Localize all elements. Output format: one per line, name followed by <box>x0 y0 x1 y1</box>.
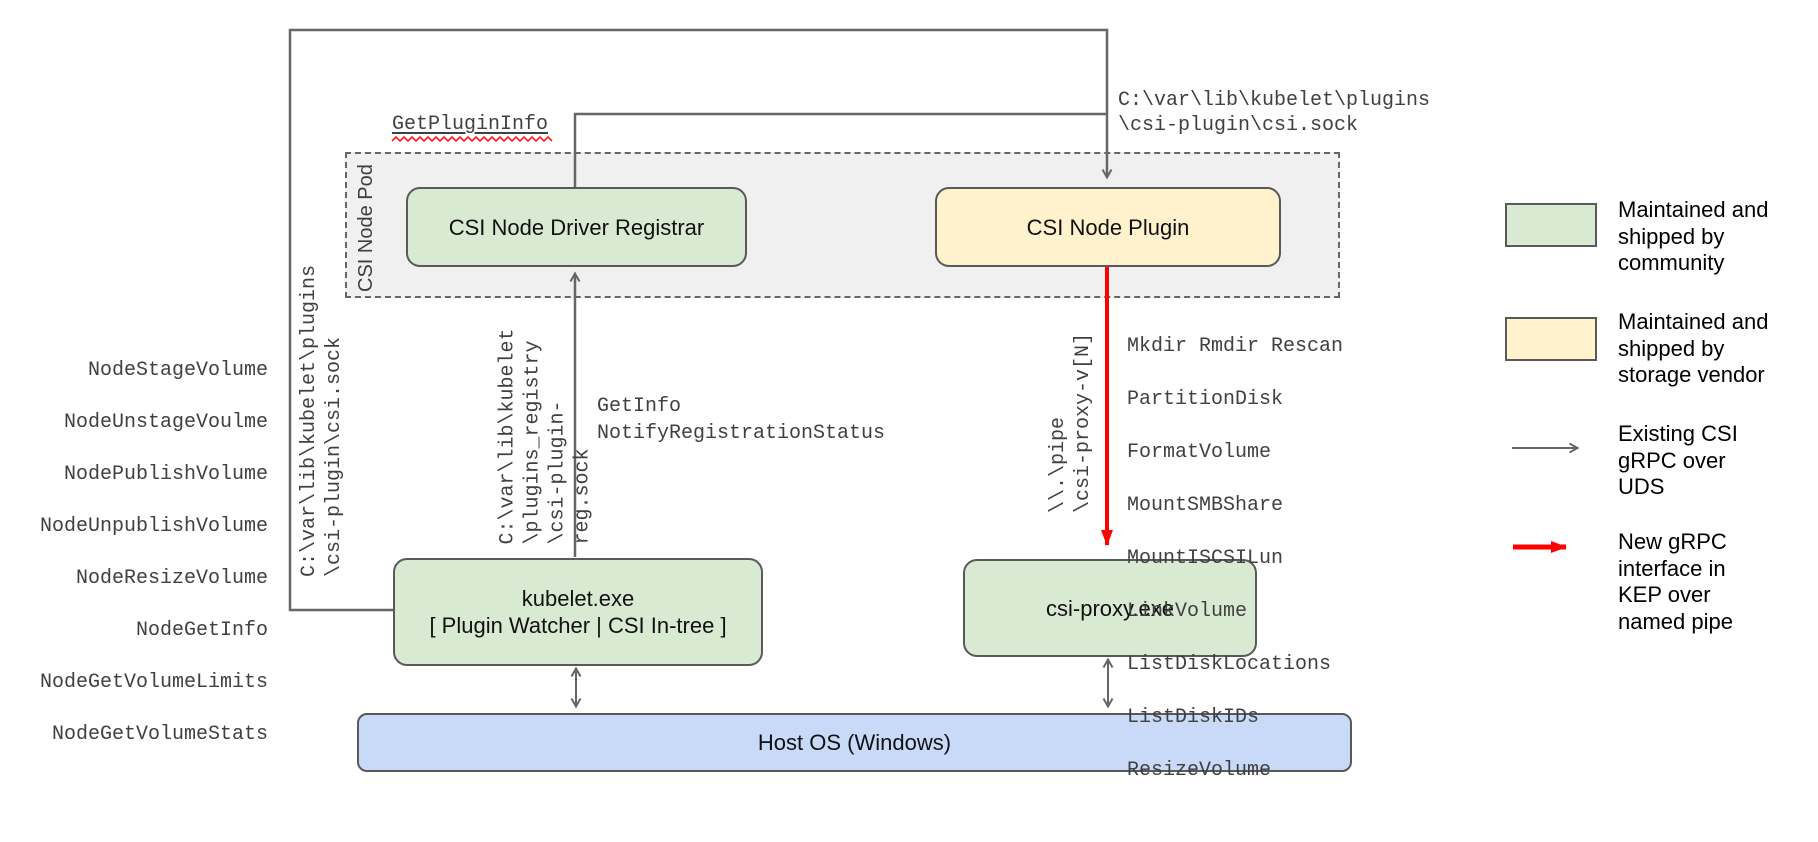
legend-community-swatch <box>1505 203 1597 247</box>
registry-socket-path-vertical-label: C:\var\lib\kubelet \plugins_registry \cs… <box>496 328 595 545</box>
proxy-api-item: FormatVolume <box>1127 440 1272 464</box>
proxy-api-item: MountSMBShare <box>1127 493 1284 517</box>
proxy-api-item: ListDiskIDs <box>1127 705 1260 729</box>
csi-proxy-box: csi-proxy.exe <box>963 559 1257 657</box>
kubelet-socket-path-vertical-label: C:\var\lib\kubelet\plugins \csi-plugin\c… <box>298 264 346 577</box>
registrar-calls-label: GetInfo NotifyRegistrationStatus <box>597 395 886 445</box>
proxy-api-item: PartitionDisk <box>1127 387 1284 411</box>
csi-node-driver-registrar-box: CSI Node Driver Registrar <box>406 187 747 267</box>
proxy-api-item: ResizeVolume <box>1127 758 1272 782</box>
proxy-api-item: ListDiskLocations <box>1127 652 1332 676</box>
legend-vendor-swatch <box>1505 317 1597 361</box>
node-api-item: NodeUnpublishVolume <box>39 515 268 538</box>
proxy-api-item: LinkVolume <box>1127 599 1248 623</box>
named-pipe-vertical-label: \\.\pipe \csi-proxy-v[N] <box>1047 332 1095 513</box>
csi-node-plugin-box: CSI Node Plugin <box>935 187 1281 267</box>
proxy-api-list: Mkdir Rmdir Rescan PartitionDisk FormatV… <box>1127 307 1343 811</box>
node-api-item: NodeUnstageVoulme <box>63 411 268 434</box>
plugin-socket-path-label: C:\var\lib\kubelet\plugins \csi-plugin\c… <box>1118 89 1431 137</box>
node-api-item: NodeResizeVolume <box>75 567 268 590</box>
proxy-api-item: Mkdir Rmdir Rescan <box>1127 334 1344 358</box>
plugin-label: CSI Node Plugin <box>1026 214 1190 240</box>
node-api-item: NodeGetVolumeStats <box>51 723 268 746</box>
registrar-label: CSI Node Driver Registrar <box>448 214 705 240</box>
legend-uds-label: Existing CSI gRPC over UDS <box>1618 421 1738 499</box>
kubelet-label: kubelet.exe [ Plugin Watcher | CSI In-tr… <box>429 586 727 638</box>
node-api-item: NodeStageVolume <box>87 359 268 382</box>
node-api-item: NodePublishVolume <box>63 463 268 486</box>
host-os-box: Host OS (Windows) <box>357 713 1352 772</box>
csi-proxy-label: csi-proxy.exe <box>1046 595 1174 621</box>
csi-node-pod-label: CSI Node Pod <box>355 164 377 292</box>
proxy-api-item: MountISCSILun <box>1127 546 1284 570</box>
legend-community-label: Maintained and shipped by community <box>1618 197 1769 275</box>
node-api-item: NodeGetVolumeLimits <box>39 671 268 694</box>
legend-pipe-label: New gRPC interface in KEP over named pip… <box>1618 529 1733 634</box>
host-os-label: Host OS (Windows) <box>757 730 952 755</box>
kubelet-box: kubelet.exe [ Plugin Watcher | CSI In-tr… <box>393 558 763 666</box>
getplugininfo-label: GetPluginInfo <box>392 113 549 136</box>
legend-vendor-label: Maintained and shipped by storage vendor <box>1618 309 1769 387</box>
node-api-item: NodeGetInfo <box>135 619 268 642</box>
node-api-list: NodeStageVolume NodeUnstageVoulme NodePu… <box>40 332 268 774</box>
